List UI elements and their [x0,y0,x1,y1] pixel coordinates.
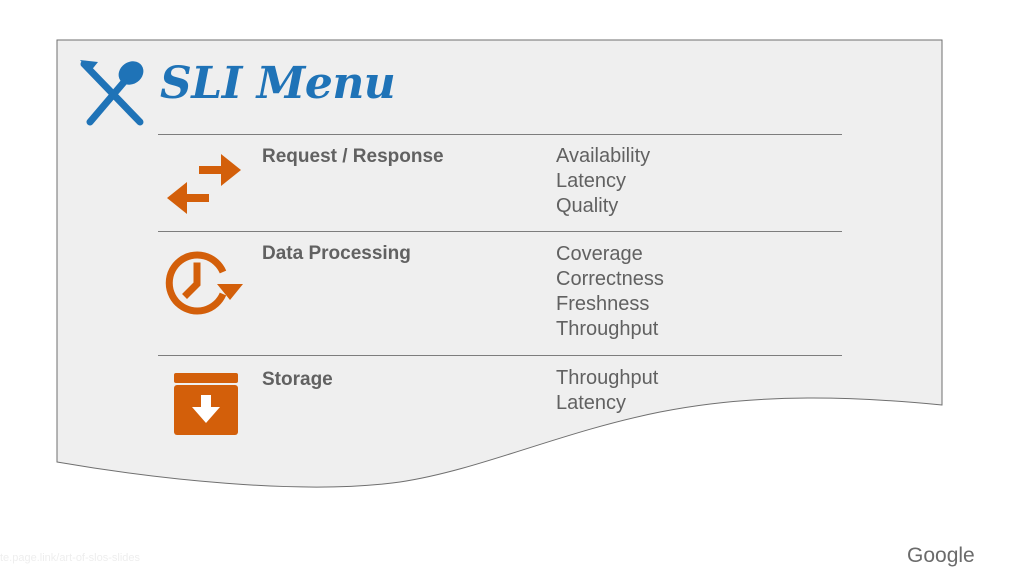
clock-refresh-icon [165,251,243,315]
category-name: Storage [262,369,333,390]
source-link[interactable]: te.page.link/art-of-slos-slides [0,552,141,564]
page-title: SLI Menu [160,58,396,109]
metric-item: Freshness [556,293,650,315]
archive-download-icon [174,373,238,435]
metric-item: Latency [556,170,627,192]
metric-item: Quality [556,195,619,217]
brand-logo: Google [907,544,975,567]
category-name: Request / Response [262,146,444,167]
metric-item: Availability [556,145,651,167]
metric-item: Latency [556,392,627,414]
metric-item: Coverage [556,243,643,265]
metric-item: Throughput [556,367,659,389]
divider [158,355,842,356]
swap-arrows-icon [167,154,241,214]
metric-item: Correctness [556,268,664,290]
divider [158,231,842,232]
metric-item: Throughput [556,318,659,340]
metric-list: Coverage Correctness Freshness Throughpu… [556,242,664,342]
metric-list: Throughput Latency [556,366,658,416]
divider [158,134,842,135]
utensils-icon [80,60,144,126]
metric-list: Availability Latency Quality [556,144,650,219]
category-name: Data Processing [262,243,411,264]
